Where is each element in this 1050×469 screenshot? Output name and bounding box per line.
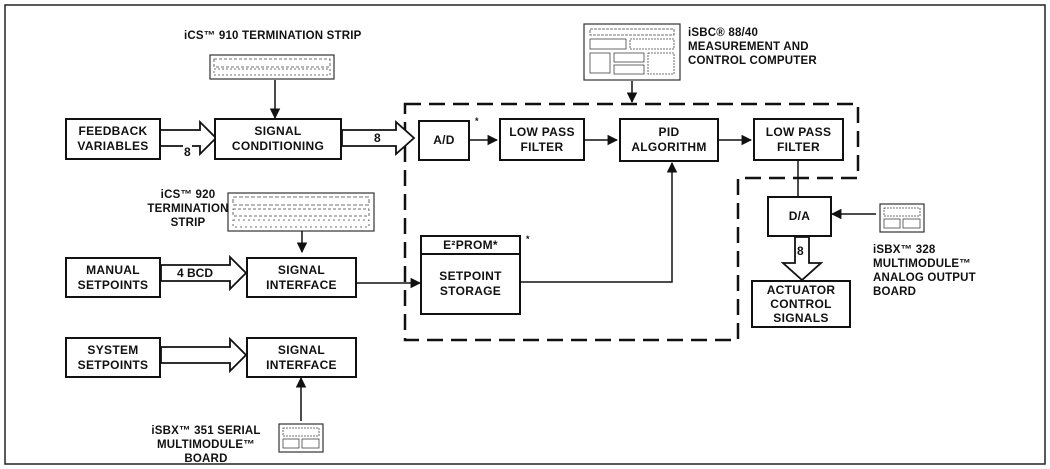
isbc-label: iSBC® 88/40 MEASUREMENT AND CONTROL COMP…: [688, 26, 817, 68]
ics920-label: iCS™ 920 TERMINATION STRIP: [146, 188, 230, 230]
ad-converter-block: A/D: [418, 120, 470, 161]
bus-width-da: 8: [796, 244, 805, 258]
bus-width-feedback: 8: [183, 145, 192, 159]
bus-width-manual: 4 BCD: [176, 266, 214, 280]
ics910-label: iCS™ 910 TERMINATION STRIP: [184, 29, 362, 43]
arrow-storage-pid: [520, 163, 672, 282]
feedback-variables-block: FEEDBACK VARIABLES: [65, 118, 161, 160]
isbx328-board-drawing: [880, 204, 924, 232]
pid-algorithm-block: PID ALGORITHM: [619, 118, 719, 162]
da-converter-block: D/A: [767, 196, 832, 237]
outer-frame: [5, 5, 1045, 464]
low-pass-filter-1-block: LOW PASS FILTER: [499, 118, 585, 161]
signal-interface-1-block: SIGNAL INTERFACE: [246, 257, 357, 298]
actuator-control-signals-block: ACTUATOR CONTROL SIGNALS: [751, 280, 851, 328]
eeprom-setpoint-block: E²PROM* SETPOINT STORAGE: [420, 235, 521, 315]
bus-arrow-system: [161, 339, 246, 371]
low-pass-filter-2-block: LOW PASS FILTER: [753, 118, 844, 161]
manual-setpoints-block: MANUAL SETPOINTS: [65, 257, 161, 298]
setpoint-storage-label: SETPOINT STORAGE: [422, 255, 519, 313]
isbx351-board-drawing: [279, 424, 323, 452]
ad-note-mark: *: [475, 116, 479, 126]
bus-width-conditioning: 8: [373, 131, 382, 145]
ics910-strip-drawing: [210, 55, 334, 79]
signal-conditioning-block: SIGNAL CONDITIONING: [214, 118, 342, 160]
isbx351-label: iSBX™ 351 SERIAL MULTIMODULE™ BOARD: [139, 424, 273, 466]
ics920-strip-drawing: [228, 193, 374, 231]
signal-interface-2-block: SIGNAL INTERFACE: [246, 337, 357, 378]
isbx328-label: iSBX™ 328 MULTIMODULE™ ANALOG OUTPUT BOA…: [873, 243, 976, 299]
eeprom-note-mark: *: [526, 234, 530, 244]
eeprom-title: E²PROM*: [422, 237, 519, 255]
isbc-board-drawing: [584, 24, 680, 80]
system-setpoints-block: SYSTEM SETPOINTS: [65, 337, 161, 378]
